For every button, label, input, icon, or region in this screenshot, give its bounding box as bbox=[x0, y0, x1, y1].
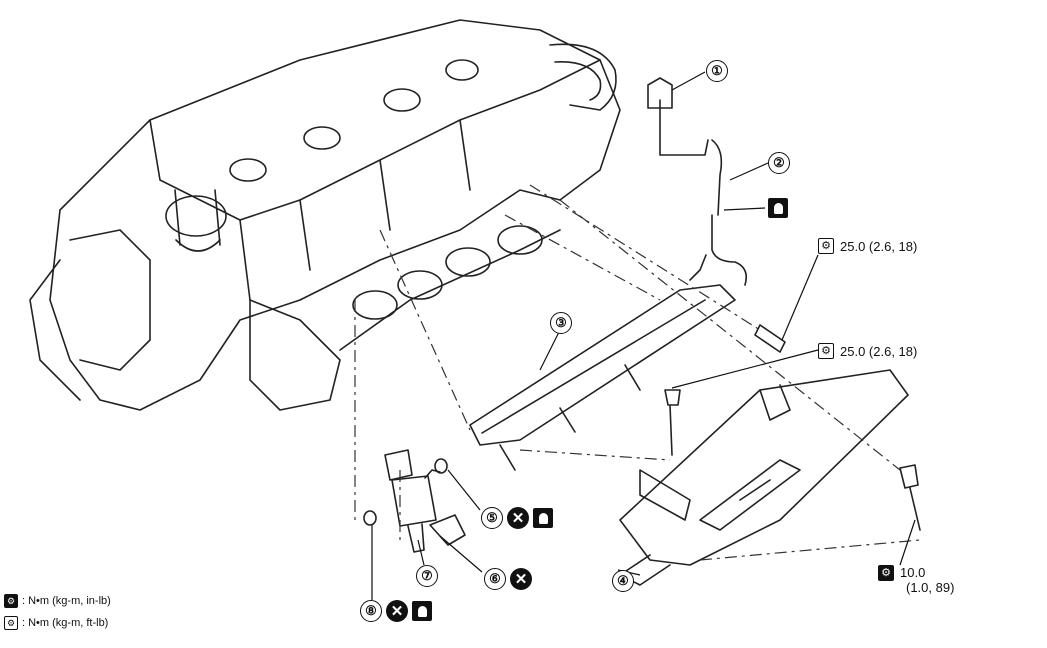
replace-icon-5: ✕ bbox=[507, 507, 529, 529]
callout-6: ⑥ bbox=[484, 568, 506, 590]
callout-8: ⑧ bbox=[360, 600, 382, 622]
lubricate-icon-8 bbox=[412, 601, 432, 621]
torque-inlb-icon: ⚙ bbox=[4, 594, 18, 608]
lubricate-icon-tube bbox=[768, 198, 788, 218]
torque-ftlb-icon: ⚙ bbox=[818, 343, 834, 359]
lubricate-icon-5 bbox=[533, 508, 553, 528]
o-ring-upper bbox=[434, 458, 448, 474]
replace-icon-6: ✕ bbox=[510, 568, 532, 590]
vacuum-hose bbox=[549, 43, 617, 111]
torque-inlb-icon: ⚙ bbox=[878, 565, 894, 581]
torque-label-protector-bolt: ⚙ 10.0 (1.0, 89) bbox=[878, 565, 954, 595]
callout-1: ① bbox=[706, 60, 728, 82]
torque-value-line2: (1.0, 89) bbox=[906, 580, 955, 595]
callout-4: ④ bbox=[612, 570, 634, 592]
legend-text: : N•m (kg-m, ft-lb) bbox=[22, 617, 109, 629]
torque-value-line1: 10.0 bbox=[900, 565, 926, 580]
legend-text: : N•m (kg-m, in-lb) bbox=[22, 595, 111, 607]
torque-label-rail-bolt-lower: ⚙ 25.0 (2.6, 18) bbox=[818, 343, 917, 359]
cam-cover-ports bbox=[165, 59, 479, 252]
callout-2: ② bbox=[768, 152, 790, 174]
torque-value: 25.0 (2.6, 18) bbox=[840, 238, 918, 254]
cylinder-head bbox=[29, 19, 621, 411]
callout-7: ⑦ bbox=[416, 565, 438, 587]
bolts bbox=[664, 324, 921, 531]
callout-3: ③ bbox=[550, 312, 572, 334]
legend-ftlb: ⚙ : N•m (kg-m, ft-lb) bbox=[4, 616, 108, 630]
fuel-feed-tube bbox=[659, 99, 748, 286]
callout-5: ⑤ bbox=[481, 507, 503, 529]
torque-value: 25.0 (2.6, 18) bbox=[840, 343, 918, 359]
torque-ftlb-icon: ⚙ bbox=[818, 238, 834, 254]
intake-ports bbox=[339, 225, 561, 351]
replace-icon-8: ✕ bbox=[386, 600, 408, 622]
fuel-damper-clip bbox=[647, 77, 673, 109]
injector-protector bbox=[619, 369, 909, 586]
o-ring-lower bbox=[363, 510, 377, 526]
fuel-injector bbox=[384, 449, 441, 553]
torque-ftlb-icon: ⚙ bbox=[4, 616, 18, 630]
fuel-rail bbox=[469, 284, 736, 471]
torque-label-rail-bolt-upper: ⚙ 25.0 (2.6, 18) bbox=[818, 238, 917, 254]
legend-inlb: ⚙ : N•m (kg-m, in-lb) bbox=[4, 594, 111, 608]
